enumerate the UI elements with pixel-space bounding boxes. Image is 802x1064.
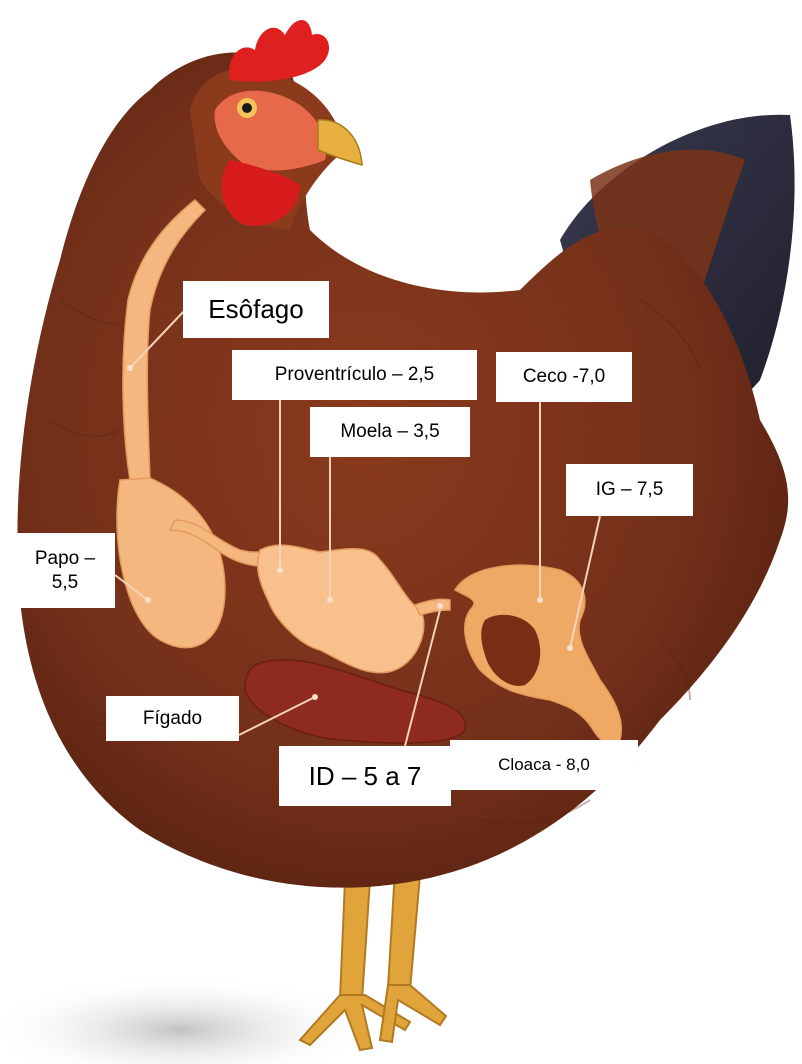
- label-ceco: Ceco -7,0: [496, 352, 632, 402]
- label-moela: Moela – 3,5: [310, 407, 470, 457]
- label-proventriculo: Proventrículo – 2,5: [232, 350, 477, 400]
- label-intestino-grosso: IG – 7,5: [566, 464, 693, 516]
- label-figado: Fígado: [106, 696, 239, 741]
- label-esofago: Esôfago: [183, 281, 329, 338]
- label-cloaca: Cloaca - 8,0: [450, 740, 638, 790]
- comb: [229, 20, 329, 82]
- label-intestino-delgado: ID – 5 a 7: [279, 746, 451, 806]
- label-papo: Papo – 5,5: [15, 533, 115, 608]
